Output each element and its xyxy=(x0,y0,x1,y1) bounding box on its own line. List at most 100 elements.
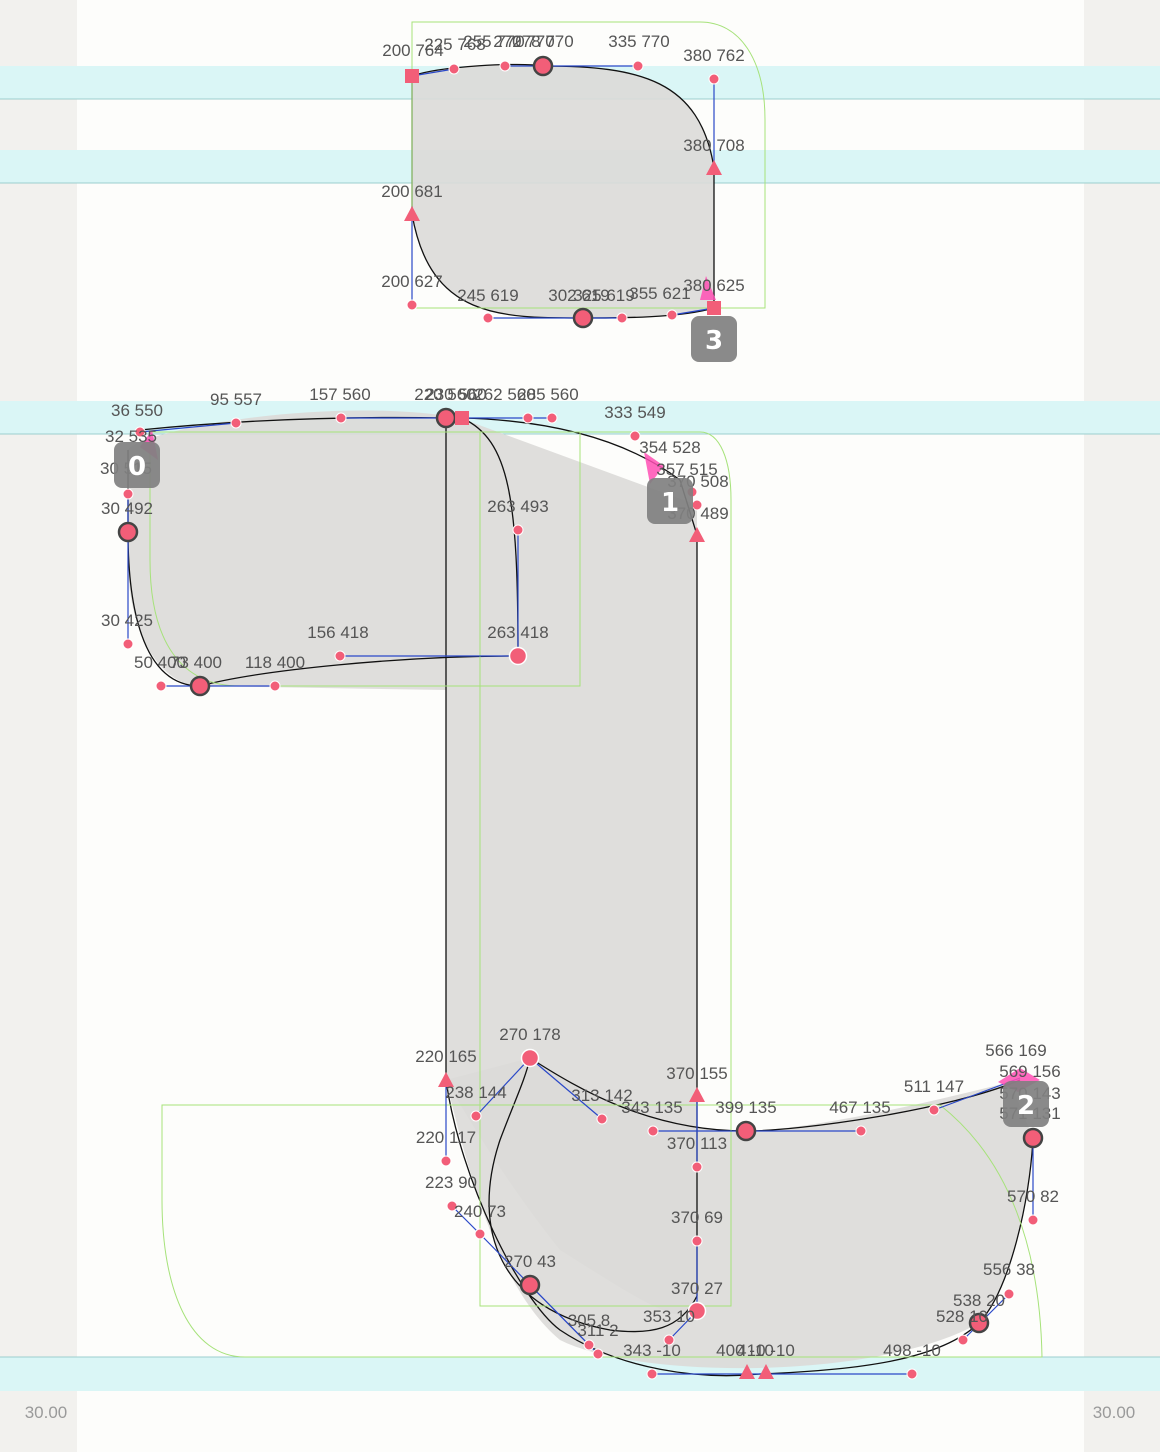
offcurve-handle-point[interactable] xyxy=(691,1161,703,1173)
offcurve-handle-point[interactable] xyxy=(629,430,641,442)
corner-node-point[interactable] xyxy=(455,411,469,425)
offcurve-handle-point[interactable] xyxy=(647,1125,659,1137)
smooth-node-point[interactable] xyxy=(572,307,594,329)
coordinate-label: 223 90 xyxy=(425,1173,477,1192)
offcurve-handle-point[interactable] xyxy=(663,1334,675,1346)
coordinate-label: 245 619 xyxy=(457,286,518,305)
tangent-node-point[interactable] xyxy=(689,1087,705,1102)
left-margin xyxy=(0,0,77,1452)
offcurve-handle-point[interactable] xyxy=(708,73,720,85)
offcurve-handle-point[interactable] xyxy=(906,1368,918,1380)
tangent-node-point[interactable] xyxy=(404,206,420,221)
corner-node-point[interactable] xyxy=(405,69,419,83)
offcurve-handle-point[interactable] xyxy=(1003,1288,1015,1300)
coordinate-label: 255 770 xyxy=(463,32,524,51)
corner-node-point[interactable] xyxy=(707,301,721,315)
coordinate-label: 354 528 xyxy=(639,438,700,457)
smooth-node-point[interactable] xyxy=(189,675,211,697)
tangent-node-point[interactable] xyxy=(739,1364,755,1379)
contour-index-label: 0 xyxy=(128,452,146,482)
offcurve-handle-point[interactable] xyxy=(482,312,494,324)
coordinate-label: 32 535 xyxy=(105,427,157,446)
offcurve-handle-point[interactable] xyxy=(592,1348,604,1360)
right-sidebearing-value: 30.00 xyxy=(1093,1403,1136,1422)
coordinate-label: 95 557 xyxy=(210,390,262,409)
start-marker-1 xyxy=(644,452,664,484)
tangent-node-point[interactable] xyxy=(689,527,705,542)
coordinate-label: 325 619 xyxy=(573,286,634,305)
coordinate-label: 302 619 xyxy=(548,286,609,305)
coordinate-label: 353 10 xyxy=(643,1307,695,1326)
offcurve-handle-point[interactable] xyxy=(122,638,134,650)
tangent-node-point[interactable] xyxy=(706,160,722,175)
offcurve-handle-point[interactable] xyxy=(230,417,242,429)
coordinate-label: 30 492 xyxy=(101,499,153,518)
smooth-node-point[interactable] xyxy=(508,646,528,666)
offcurve-handle-point[interactable] xyxy=(155,680,167,692)
offcurve-handle-point[interactable] xyxy=(122,488,134,500)
contour-index-label: 1 xyxy=(661,488,679,518)
offcurve-handle-point[interactable] xyxy=(646,1368,658,1380)
smooth-node-point[interactable] xyxy=(117,521,139,543)
coordinate-label: 230 560 xyxy=(425,385,486,404)
coordinate-label: 225 768 xyxy=(424,35,485,54)
coordinate-label: 262 560 xyxy=(474,385,535,404)
offcurve-handle-point[interactable] xyxy=(446,1200,458,1212)
smooth-node-point[interactable] xyxy=(735,1120,757,1142)
coordinate-label: 410 -10 xyxy=(737,1341,795,1360)
smooth-node-point[interactable] xyxy=(687,1301,707,1321)
offcurve-handle-point[interactable] xyxy=(448,63,460,75)
coordinate-label: 570 82 xyxy=(1007,1187,1059,1206)
offcurve-handle-point[interactable] xyxy=(666,309,678,321)
offcurve-handle-point[interactable] xyxy=(499,60,511,72)
tangent-node-point[interactable] xyxy=(758,1364,774,1379)
offcurve-handle-point[interactable] xyxy=(269,680,281,692)
coordinate-label: 50 400 xyxy=(134,653,186,672)
offcurve-handle-point[interactable] xyxy=(691,1235,703,1247)
offcurve-handle-point[interactable] xyxy=(474,1228,486,1240)
offcurve-handle-point[interactable] xyxy=(596,1113,608,1125)
coordinate-label: 73 400 xyxy=(170,653,222,672)
coordinate-label: 343 -10 xyxy=(623,1341,681,1360)
smooth-node-point[interactable] xyxy=(532,55,554,77)
smooth-node-point[interactable] xyxy=(519,1274,541,1296)
coordinate-label: 240 73 xyxy=(454,1202,506,1221)
offcurve-handle-point[interactable] xyxy=(928,1104,940,1116)
coordinate-label: 370 113 xyxy=(667,1134,727,1153)
offcurve-handle-point[interactable] xyxy=(957,1334,969,1346)
contour-index-badge xyxy=(114,442,160,488)
offcurve-handle-point[interactable] xyxy=(335,412,347,424)
coordinate-label: 30 425 xyxy=(101,611,153,630)
offcurve-handle-point[interactable] xyxy=(334,650,346,662)
coordinate-label: 370 69 xyxy=(671,1208,723,1227)
offcurve-handle-point[interactable] xyxy=(406,299,418,311)
offcurve-handle-point[interactable] xyxy=(470,1110,482,1122)
smooth-node-point[interactable] xyxy=(968,1312,990,1334)
coordinate-label: 270 43 xyxy=(504,1252,556,1271)
offcurve-handle-point[interactable] xyxy=(855,1125,867,1137)
offcurve-handle-point[interactable] xyxy=(1027,1214,1039,1226)
coordinate-label: 343 135 xyxy=(621,1098,682,1117)
smooth-node-point[interactable] xyxy=(435,407,457,429)
coordinate-label: 200 627 xyxy=(381,272,442,291)
smooth-node-point[interactable] xyxy=(520,1048,540,1068)
offcurve-handle-point[interactable] xyxy=(632,60,644,72)
offcurve-handle-point[interactable] xyxy=(512,524,524,536)
coordinate-label: 157 560 xyxy=(309,385,370,404)
coordinate-label: 380 708 xyxy=(683,136,744,155)
tangent-node-point[interactable] xyxy=(438,1072,454,1087)
coordinate-label: 220 165 xyxy=(415,1047,476,1066)
offcurve-handle-point[interactable] xyxy=(440,1155,452,1167)
offcurve-handle-point[interactable] xyxy=(134,426,146,438)
offcurve-handle-point[interactable] xyxy=(616,312,628,324)
smooth-node-point[interactable] xyxy=(1022,1127,1044,1149)
offcurve-handle-point[interactable] xyxy=(546,412,558,424)
coordinate-label: 380 762 xyxy=(683,46,744,65)
coordinate-label: 566 169 xyxy=(985,1041,1046,1060)
contour-index-label: 2 xyxy=(1017,1091,1035,1121)
coordinate-label: 263 493 xyxy=(487,497,548,516)
offcurve-handle-point[interactable] xyxy=(583,1339,595,1351)
offcurve-handle-point[interactable] xyxy=(522,412,534,424)
